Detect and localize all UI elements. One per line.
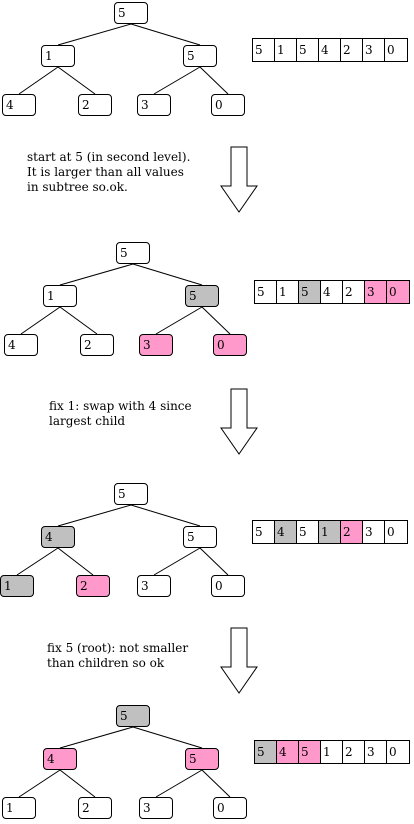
array-cell: 1: [319, 521, 341, 543]
step-caption: start at 5 (in second level).It is large…: [27, 150, 190, 195]
tree-edge: [201, 769, 231, 798]
tree-node: 4: [41, 526, 75, 548]
tree-root-node: 5: [116, 242, 150, 264]
array-cell: 5: [253, 521, 275, 543]
tree-node: 3: [139, 797, 173, 819]
array-cell: 2: [341, 521, 363, 543]
tree-edge: [201, 306, 231, 335]
array-cell: 0: [387, 281, 409, 303]
tree-node: 5: [185, 748, 219, 770]
array-cell: 4: [319, 39, 341, 61]
caption-line: fix 5 (root): not smaller: [47, 641, 189, 655]
tree-node: 5: [183, 526, 217, 548]
array-cell: 2: [343, 281, 365, 303]
tree-edge: [20, 306, 61, 335]
tree-edge: [130, 504, 201, 527]
array-cell: 0: [385, 521, 407, 543]
array-cell: 5: [297, 521, 319, 543]
tree-edge: [155, 769, 203, 798]
tree-edge: [59, 306, 98, 335]
tree-edge: [57, 66, 96, 95]
tree-node: 1: [43, 285, 77, 307]
tree-edge: [199, 66, 229, 95]
tree-node: 5: [183, 45, 217, 67]
tree-node: 0: [213, 334, 247, 356]
tree-edge: [18, 769, 61, 798]
tree-edge: [16, 547, 59, 576]
tree-root-node: 5: [114, 483, 148, 505]
caption-line: start at 5 (in second level).: [27, 150, 191, 164]
array-cell: 5: [255, 741, 277, 763]
array-cell: 1: [275, 39, 297, 61]
tree-node: 0: [211, 575, 245, 597]
tree-node: 2: [76, 575, 110, 597]
array-cell: 1: [321, 741, 343, 763]
tree-node: 3: [139, 334, 173, 356]
caption-line: in subtree so.ok.: [27, 180, 128, 194]
tree-node: 3: [137, 94, 171, 116]
tree-edge: [155, 306, 203, 335]
array-cell: 5: [299, 281, 321, 303]
tree-edge: [57, 504, 132, 527]
caption-line: fix 1: swap with 4 since: [49, 399, 192, 413]
tree-edge: [153, 66, 201, 95]
tree-edge: [59, 726, 134, 749]
tree-edge: [132, 726, 203, 749]
tree-node: 0: [211, 94, 245, 116]
array-cell: 5: [253, 39, 275, 61]
array-cell: 1: [277, 281, 299, 303]
tree-node: 4: [4, 334, 38, 356]
tree-node: 2: [78, 94, 112, 116]
array-cell: 0: [387, 741, 409, 763]
array-cell: 3: [365, 741, 387, 763]
down-arrow-icon: [220, 146, 258, 213]
array-cell: 2: [343, 741, 365, 763]
array-cell: 5: [299, 741, 321, 763]
array-cell: 3: [363, 39, 385, 61]
array-cell: 5: [255, 281, 277, 303]
tree-node: 5: [185, 285, 219, 307]
tree-edge: [132, 263, 203, 286]
tree-edge: [130, 23, 201, 46]
tree-root-node: 5: [116, 705, 150, 727]
tree-node: 4: [43, 748, 77, 770]
tree-edge: [57, 23, 132, 46]
array-cell: 2: [341, 39, 363, 61]
array-cell: 5: [297, 39, 319, 61]
array-cell: 0: [385, 39, 407, 61]
array-cell: 3: [365, 281, 387, 303]
tree-edge: [153, 547, 201, 576]
tree-node: 2: [80, 334, 114, 356]
caption-line: largest child: [49, 414, 126, 428]
array-cell: 4: [277, 741, 299, 763]
tree-node: 1: [2, 797, 36, 819]
caption-line: It is larger than all values: [27, 165, 184, 179]
array-cell: 3: [363, 521, 385, 543]
down-arrow-icon: [220, 388, 258, 455]
tree-edge: [57, 547, 94, 576]
tree-edge: [18, 66, 59, 95]
tree-node: 4: [2, 94, 36, 116]
tree-node: 3: [137, 575, 171, 597]
tree-node: 1: [41, 45, 75, 67]
caption-line: than children so ok: [47, 656, 165, 670]
tree-edge: [199, 547, 229, 576]
tree-node: 0: [213, 797, 247, 819]
tree-node: 1: [0, 575, 34, 597]
tree-edge: [59, 769, 96, 798]
tree-edge: [59, 263, 134, 286]
tree-node: 2: [78, 797, 112, 819]
down-arrow-icon: [220, 627, 258, 694]
array-cell: 4: [275, 521, 297, 543]
tree-root-node: 5: [114, 2, 148, 24]
array-cell: 4: [321, 281, 343, 303]
